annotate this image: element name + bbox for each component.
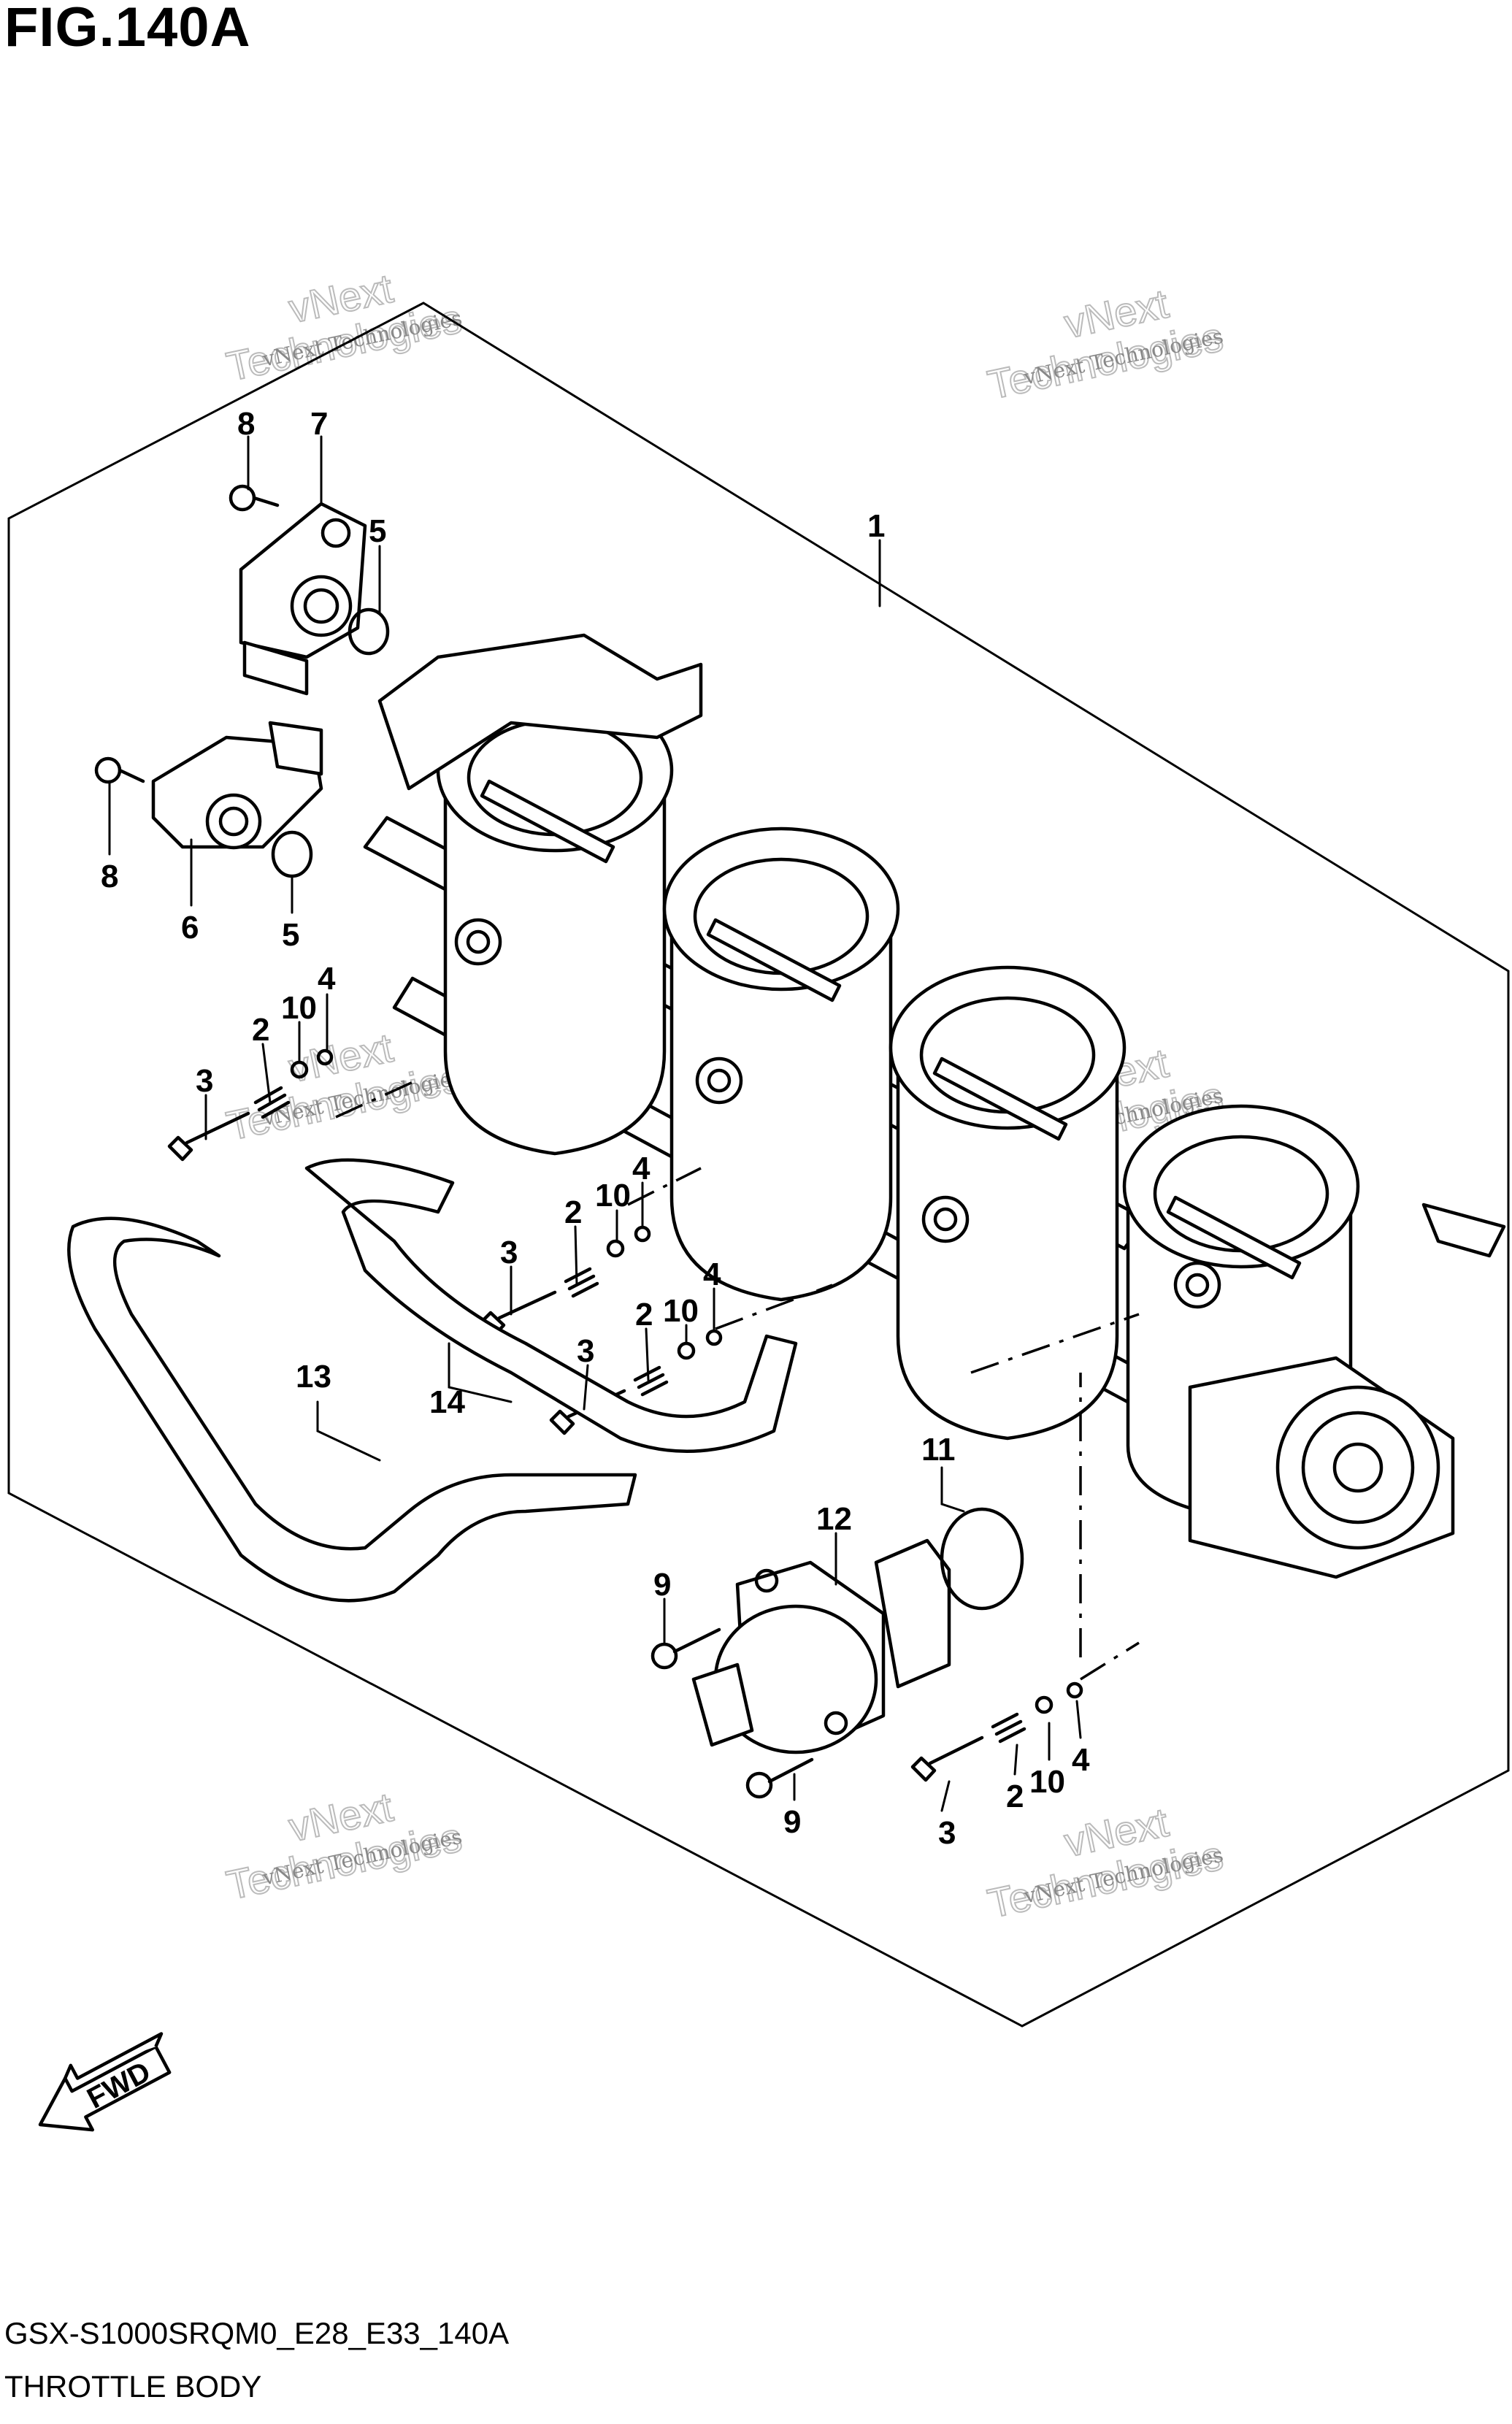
isc-valve-12 bbox=[691, 1538, 951, 1754]
callout-8: 8 bbox=[101, 859, 118, 894]
callout-2: 2 bbox=[1006, 1779, 1024, 1814]
callout-6: 6 bbox=[181, 910, 199, 946]
throttle-pulley bbox=[1188, 1203, 1506, 1579]
o-ring-5b bbox=[271, 830, 313, 878]
watermark: Technologies vNext vNext Technologies bbox=[222, 1783, 467, 1909]
callout-3: 3 bbox=[500, 1235, 518, 1270]
callout-10: 10 bbox=[281, 990, 317, 1026]
sensor-7 bbox=[239, 502, 367, 696]
callout-3: 3 bbox=[938, 1815, 956, 1851]
figure-title: FIG.140A bbox=[4, 0, 251, 58]
callout-11: 11 bbox=[921, 1432, 956, 1468]
throttle-bore-3 bbox=[889, 965, 1127, 1441]
callout-9: 9 bbox=[783, 1804, 801, 1840]
callout-1: 1 bbox=[867, 508, 885, 544]
idle-screw-set-4 bbox=[910, 1681, 1083, 1782]
callout-10: 10 bbox=[663, 1293, 699, 1329]
callout-3: 3 bbox=[196, 1063, 213, 1099]
watermark: Technologies vNext vNext Technologies bbox=[983, 280, 1227, 409]
hose-14 bbox=[304, 1158, 798, 1453]
sensor-6 bbox=[151, 721, 323, 850]
watermark: Technologies vNext vNext Technologies bbox=[222, 264, 467, 391]
screw-8b bbox=[94, 756, 145, 784]
callout-4: 4 bbox=[318, 961, 336, 997]
callout-3: 3 bbox=[577, 1333, 594, 1369]
model-code-label: GSX-S1000SRQM0_E28_E33_140A bbox=[4, 2316, 510, 2350]
fwd-arrow: FWD bbox=[38, 2032, 172, 2132]
callout-2: 2 bbox=[635, 1297, 653, 1332]
screw-8a bbox=[229, 484, 280, 512]
callout-4: 4 bbox=[703, 1257, 721, 1292]
leader-lines bbox=[108, 435, 1082, 1812]
upper-bracket bbox=[377, 633, 703, 791]
callout-13: 13 bbox=[296, 1359, 331, 1395]
callout-14: 14 bbox=[429, 1384, 465, 1420]
callout-10: 10 bbox=[595, 1178, 631, 1213]
throttle-bore-1 bbox=[436, 688, 674, 1156]
throttle-bore-4 bbox=[1122, 1104, 1360, 1521]
callout-9: 9 bbox=[653, 1567, 671, 1603]
throttle-bore-2 bbox=[662, 826, 900, 1302]
o-ring-5a bbox=[348, 607, 390, 656]
section-name-label: THROTTLE BODY bbox=[4, 2369, 262, 2404]
assembly-boundary bbox=[7, 302, 1510, 2028]
callout-5: 5 bbox=[369, 513, 386, 549]
callout-2: 2 bbox=[252, 1012, 269, 1048]
callout-2: 2 bbox=[564, 1194, 582, 1230]
installation-guides bbox=[335, 1079, 1140, 1681]
screw-9a bbox=[651, 1627, 721, 1670]
callout-8: 8 bbox=[237, 406, 255, 442]
callout-4: 4 bbox=[1072, 1742, 1090, 1778]
callout-10: 10 bbox=[1029, 1764, 1065, 1800]
o-ring-11 bbox=[940, 1507, 1024, 1611]
callout-7: 7 bbox=[310, 406, 328, 442]
hose-13 bbox=[67, 1216, 637, 1603]
callouts: 1 7 8 5 8 6 5 3 2 10 4 3 2 10 4 3 2 10 4… bbox=[101, 406, 1090, 1851]
screw-9b bbox=[745, 1757, 814, 1799]
callout-4: 4 bbox=[632, 1151, 651, 1186]
callout-12: 12 bbox=[816, 1501, 852, 1537]
callout-5: 5 bbox=[282, 917, 299, 953]
